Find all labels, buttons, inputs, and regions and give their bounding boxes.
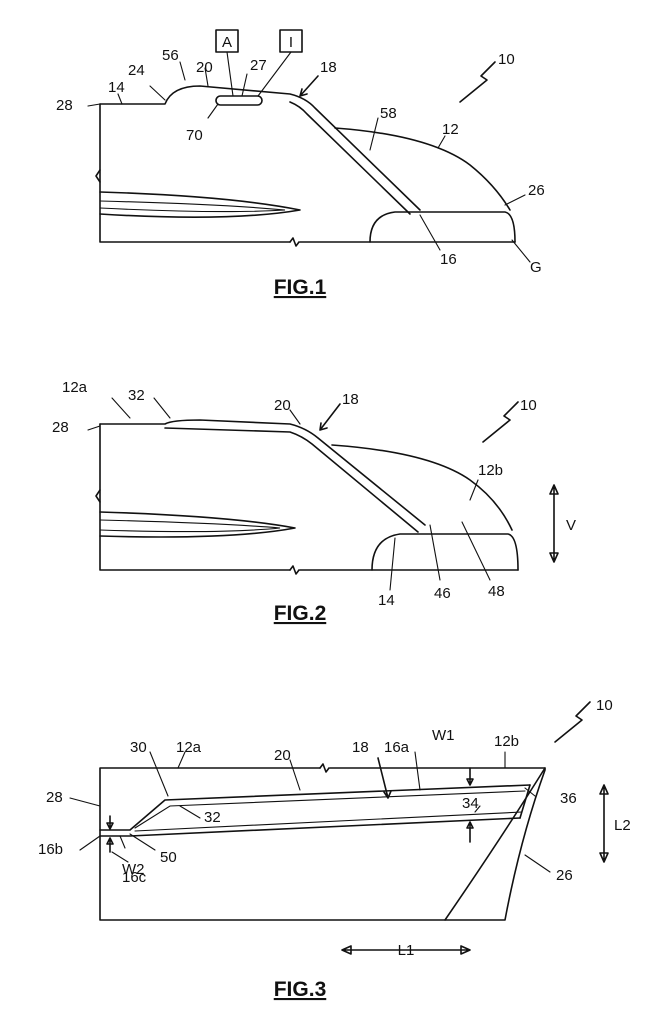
fig2-body-outline: [100, 424, 518, 570]
fig3-label-36: 36: [560, 790, 577, 807]
fig1-leader-27: [242, 74, 247, 96]
fig3-label-28: 28: [46, 789, 63, 806]
fig1-drawing: A I 28 14 24 56 20 27 18 10 70 58 12 26 …: [56, 30, 545, 299]
fig1-label-56: 56: [162, 47, 179, 64]
fig3-label-34: 34: [462, 795, 479, 812]
fig3-strip-end: [520, 785, 530, 818]
fig3-label-12b: 12b: [494, 733, 519, 750]
fig2-side-crease: [100, 512, 295, 537]
fig2-arrow-18: [320, 404, 340, 430]
fig1-label-26: 26: [528, 182, 545, 199]
fig2-label-12a: 12a: [62, 379, 88, 396]
fig3-arrow-18: [378, 758, 391, 798]
fig1-box-A-label: A: [222, 34, 232, 51]
fig3-label-50: 50: [160, 849, 177, 866]
fig3-strip-lower-inner: [135, 812, 522, 831]
fig2-label-28: 28: [52, 419, 69, 436]
fig1-label-16: 16: [440, 251, 457, 268]
fig2-arrow-10: [483, 402, 518, 442]
fig3-label-32: 32: [204, 809, 221, 826]
fig3-label-10: 10: [596, 697, 613, 714]
fig1-label-12: 12: [442, 121, 459, 138]
fig3-arrow-10: [555, 702, 590, 742]
fig3-label-W1: W1: [432, 727, 455, 744]
fig1-arrow-10: [460, 62, 495, 102]
fig1-wheel-arch: [370, 212, 515, 242]
fig2-roof-line: [100, 420, 425, 525]
fig2-label-14: 14: [378, 592, 395, 609]
fig3-label-16a: 16a: [384, 739, 410, 756]
fig3-label-26: 26: [556, 867, 573, 884]
fig3-label-L1: L1: [398, 942, 415, 959]
fig3-label-L2: L2: [614, 817, 631, 834]
fig3-label-20: 20: [274, 747, 291, 764]
fig1-label-10: 10: [498, 51, 515, 68]
fig1-label-20: 20: [196, 59, 213, 76]
fig1-break-bottom: [290, 238, 299, 246]
fig2-leaders: [88, 398, 490, 590]
fig3-leaders: [70, 752, 550, 872]
fig2-label-18: 18: [342, 391, 359, 408]
fig2-caption: FIG.2: [274, 602, 327, 625]
fig3-tail-lamp: [445, 768, 545, 920]
fig2-label-46: 46: [434, 585, 451, 602]
fig1-label-27: 27: [250, 57, 267, 74]
fig1-slot-70: [216, 96, 262, 105]
fig1-label-24: 24: [128, 62, 145, 79]
fig1-caption: FIG.1: [274, 276, 327, 299]
fig1-rear-glass: [335, 128, 510, 210]
fig2-rear-glass: [332, 445, 512, 530]
fig1-label-G: G: [530, 259, 542, 276]
fig2-break-bottom: [290, 566, 299, 574]
fig2-label-20: 20: [274, 397, 291, 414]
fig2-label-V: V: [566, 517, 576, 534]
fig3-L2-arrow: [600, 785, 608, 862]
fig1-arrow-18: [300, 76, 318, 96]
fig3-W2-arrows: [107, 816, 113, 852]
fig1-label-18: 18: [320, 59, 337, 76]
fig3-break-top: [320, 764, 329, 772]
fig3-label-W2: W2: [122, 861, 145, 878]
fig1-label-70: 70: [186, 127, 203, 144]
fig1-label-28: 28: [56, 97, 73, 114]
fig2-V-arrow: [550, 485, 558, 562]
fig2-label-32: 32: [128, 387, 145, 404]
fig3-label-30: 30: [130, 739, 147, 756]
fig2-label-10: 10: [520, 397, 537, 414]
fig2-label-48: 48: [488, 583, 505, 600]
fig2-label-12b: 12b: [478, 462, 503, 479]
fig2-drawing: 12a 32 28 20 18 10 12b V 14 46 48 FIG.2: [52, 379, 576, 625]
fig3-strip-lower: [100, 818, 520, 836]
fig3-caption: FIG.3: [274, 978, 327, 1001]
fig1-label-14: 14: [108, 79, 125, 96]
fig3-label-18: 18: [352, 739, 369, 756]
fig1-label-58: 58: [380, 105, 397, 122]
fig1-box-I-label: I: [289, 34, 293, 51]
fig1-leaders: [88, 62, 530, 262]
fig3-panel-outline: [100, 768, 545, 920]
fig3-drawing: 10 30 12a 20 18 16a W1 12b 28 36 34 32 L…: [38, 697, 631, 1001]
fig3-label-12a: 12a: [176, 739, 202, 756]
fig3-label-16b: 16b: [38, 841, 63, 858]
